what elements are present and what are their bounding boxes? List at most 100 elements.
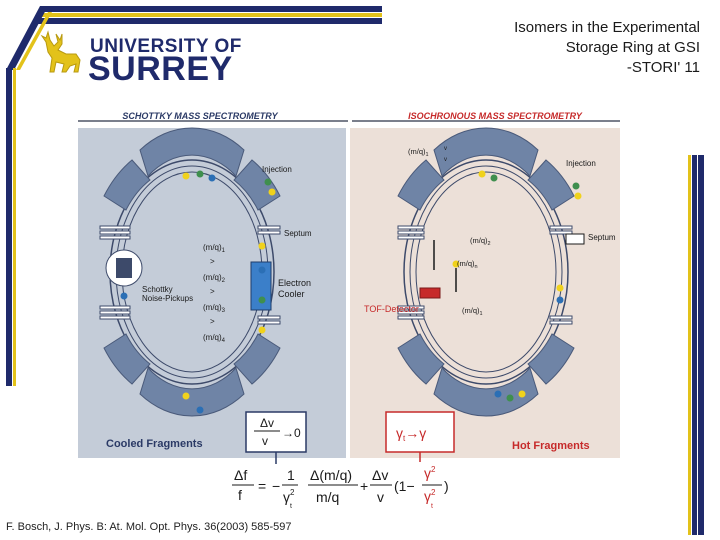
title-line-2: Storage Ring at GSI [565, 39, 700, 56]
logo-university-of: UNIVERSITY OF [90, 36, 242, 57]
left-dipole-bottom-left [103, 333, 151, 385]
electron-cooler-icon [250, 261, 272, 311]
right-septum-icon [565, 233, 585, 245]
ion-blue [196, 406, 204, 414]
right-injection-label: Injection [566, 159, 596, 168]
left-septum-label: Septum [284, 229, 312, 238]
ion-yellow [452, 260, 460, 268]
box-gamma-t: γt→γ [396, 425, 426, 443]
eq-frac1-num: 1 [287, 467, 295, 483]
cooler-label: Electron [278, 278, 311, 288]
right-panel-header: ISOCHRONOUS MASS SPECTROMETRY [408, 111, 583, 121]
mq-label: (m/q)1 [203, 243, 226, 254]
eq-frac1-den-sub: t [290, 503, 292, 510]
left-panel-header: SCHOTTKY MASS SPECTROMETRY [122, 111, 278, 121]
corner-diagonal [6, 6, 48, 70]
right-quadrupoles [397, 225, 573, 325]
right-dipole-top [433, 127, 539, 177]
ion-blue [208, 174, 216, 182]
ion-yellow [258, 242, 266, 250]
tof-detector-label: TOF-Detector [364, 304, 419, 314]
ion-green [264, 178, 272, 186]
eq-paren-open: (1− [394, 478, 415, 494]
ion-yellow [518, 390, 526, 398]
ion-yellow [556, 284, 564, 292]
title-line-1: Isomers in the Experimental [514, 19, 700, 36]
left-dipole-bottom [139, 367, 245, 417]
frequency-equation: Δf f = − 1 γ2 t Δ(m/q) m/q + Δv v (1− γ2… [232, 465, 449, 510]
eq-frac2-den: m/q [316, 489, 339, 505]
box-dv: Δv [260, 416, 274, 430]
right-dipole-top-right [527, 159, 575, 211]
logo-surrey: SURREY [88, 50, 233, 88]
right-stripe-navy-2 [698, 155, 704, 535]
left-header-bar [78, 112, 348, 120]
right-stripe-gold [688, 155, 691, 535]
left-dipole-top [139, 127, 245, 177]
stag-logo-icon [40, 30, 81, 73]
eq-frac4-num: γ2 [424, 465, 436, 481]
ion-blue [494, 390, 502, 398]
right-dipole-bottom-left [397, 333, 445, 385]
eq-frac1-den: γ2 [283, 488, 295, 505]
cooler-label: Cooler [278, 289, 305, 299]
right-panel-caption: Hot Fragments [512, 440, 590, 452]
left-stripe-navy [6, 68, 12, 386]
right-mq1-label: (m/q)1 [408, 147, 429, 158]
ion-green [196, 170, 204, 178]
eq-frac4-den-sub: t [431, 503, 433, 510]
left-quadrupoles [99, 225, 281, 325]
eq-frac3-num: Δv [372, 467, 388, 483]
gt-label: > [210, 257, 215, 266]
left-panel-caption: Cooled Fragments [106, 438, 203, 450]
left-ring [99, 127, 281, 417]
left-injection-label: Injection [262, 165, 292, 174]
mq-label: (m/q)3 [203, 303, 226, 314]
ion-yellow [258, 326, 266, 334]
mq-label: (m/q)4 [203, 333, 226, 344]
eq-lhs-num: Δf [234, 467, 247, 483]
gt-label: > [210, 317, 215, 326]
top-stripe-navy [40, 6, 382, 12]
ion-green [572, 182, 580, 190]
ion-yellow [182, 172, 190, 180]
ion-yellow [182, 392, 190, 400]
ion-yellow [478, 170, 486, 178]
right-mqr-label: (m/q)1 [462, 306, 483, 317]
box-arrow: →0 [282, 426, 301, 440]
eq-frac3-den: v [377, 489, 384, 505]
ion-green [490, 174, 498, 182]
right-ring [397, 127, 585, 417]
citation: F. Bosch, J. Phys. B: At. Mol. Opt. Phys… [6, 521, 292, 533]
ion-blue [120, 292, 128, 300]
slide-title: Isomers in the Experimental Storage Ring… [400, 18, 700, 78]
ion-yellow [268, 188, 276, 196]
left-stripe-gold [13, 68, 16, 386]
eq-paren-close: ) [444, 478, 449, 494]
left-dipole-top-left [103, 159, 151, 211]
schottky-label: Schottky [142, 285, 173, 294]
schottky-label: Noise-Pickups [142, 294, 193, 303]
tof-detector-icon [419, 287, 441, 299]
v-label: v [444, 157, 447, 163]
right-dipole-bottom [433, 367, 539, 417]
left-dipole-bottom-right [233, 333, 281, 385]
ion-green [258, 296, 266, 304]
eq-plus: + [360, 478, 368, 494]
right-dipole-top-left [397, 159, 445, 211]
ion-yellow [574, 192, 582, 200]
eq-frac4-den: γ2 [424, 488, 436, 504]
right-mq2-label: (m/q)2 [470, 236, 491, 247]
top-stripe-gold [40, 13, 382, 17]
schottky-pickup-core [116, 258, 132, 278]
v-label: v [444, 146, 447, 152]
mq-label: (m/q)2 [203, 273, 226, 284]
right-dipole-bottom-right [527, 333, 575, 385]
eq-lhs-den: f [238, 487, 242, 503]
right-mqn-label: (m/q)n [457, 259, 478, 270]
gt-label: > [210, 287, 215, 296]
title-line-3: -STORI' 11 [626, 59, 700, 76]
right-stripe-navy [692, 155, 697, 535]
